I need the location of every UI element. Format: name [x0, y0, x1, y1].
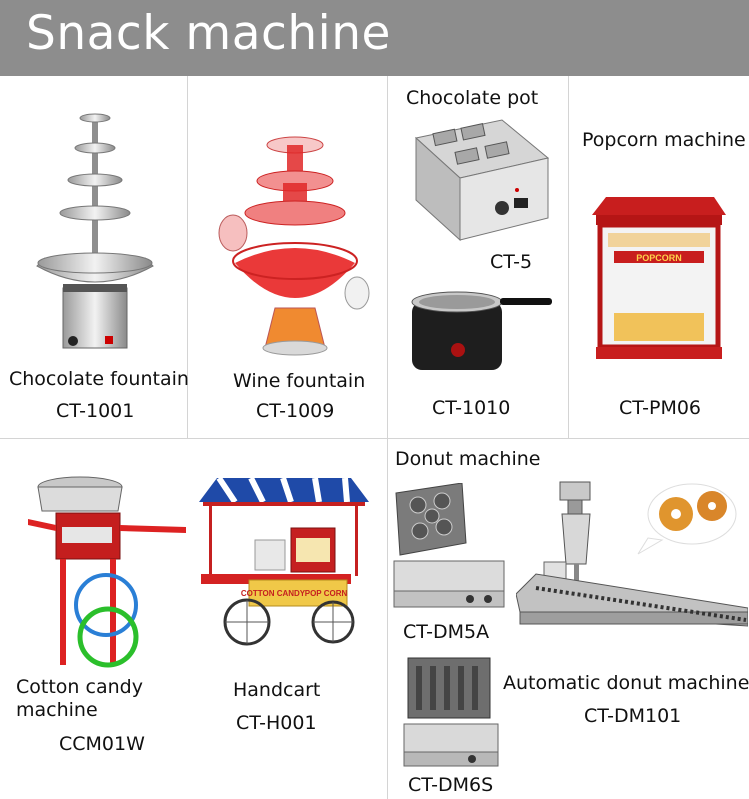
- donut-stick-machine-image: [402, 656, 502, 771]
- product-model: CT-5: [490, 251, 533, 273]
- chocolate-fountain-image: [35, 108, 155, 363]
- divider: [187, 76, 188, 438]
- product-name: Donut machine: [395, 448, 541, 470]
- product-model: CT-DM101: [584, 705, 682, 727]
- donut-machine-image: [392, 483, 507, 618]
- product-model: CT-PM06: [619, 397, 702, 419]
- automatic-donut-machine-image: [516, 478, 748, 653]
- product-model: CT-DM5A: [403, 621, 490, 643]
- product-name: Cotton candy: [16, 676, 143, 698]
- product-name: Automatic donut machine: [503, 672, 749, 694]
- product-name: Chocolate fountain: [9, 368, 189, 390]
- product-model: CT-DM6S: [408, 774, 494, 796]
- cotton-candy-machine-image: [28, 475, 188, 670]
- divider: [0, 438, 749, 439]
- popcorn-machine-image: POPCORN: [592, 193, 727, 363]
- divider: [568, 76, 569, 438]
- product-name: Chocolate pot: [406, 87, 539, 109]
- page-title: Snack machine: [26, 6, 391, 61]
- cart-sign-left: COTTON CANDY: [241, 589, 306, 598]
- popcorn-sign-text: POPCORN: [636, 253, 682, 263]
- product-name: Wine fountain: [233, 370, 366, 392]
- header-banner: Snack machine: [0, 0, 749, 76]
- product-name: Popcorn machine: [582, 129, 746, 151]
- cart-sign-right: POP CORN: [305, 589, 348, 598]
- product-model: CCM01W: [59, 733, 145, 755]
- product-name: Handcart: [233, 679, 321, 701]
- product-model: CT-1009: [256, 400, 335, 422]
- product-model: CT-1010: [432, 397, 511, 419]
- product-model: CT-H001: [236, 712, 317, 734]
- divider: [387, 76, 388, 799]
- chocolate-melting-pot-image: [410, 288, 555, 373]
- wine-fountain-image: [215, 133, 373, 358]
- chocolate-pot-warmer-image: [412, 118, 552, 243]
- handcart-image: COTTON CANDY POP CORN: [199, 476, 369, 646]
- product-model: CT-1001: [56, 400, 135, 422]
- product-name: machine: [16, 699, 98, 721]
